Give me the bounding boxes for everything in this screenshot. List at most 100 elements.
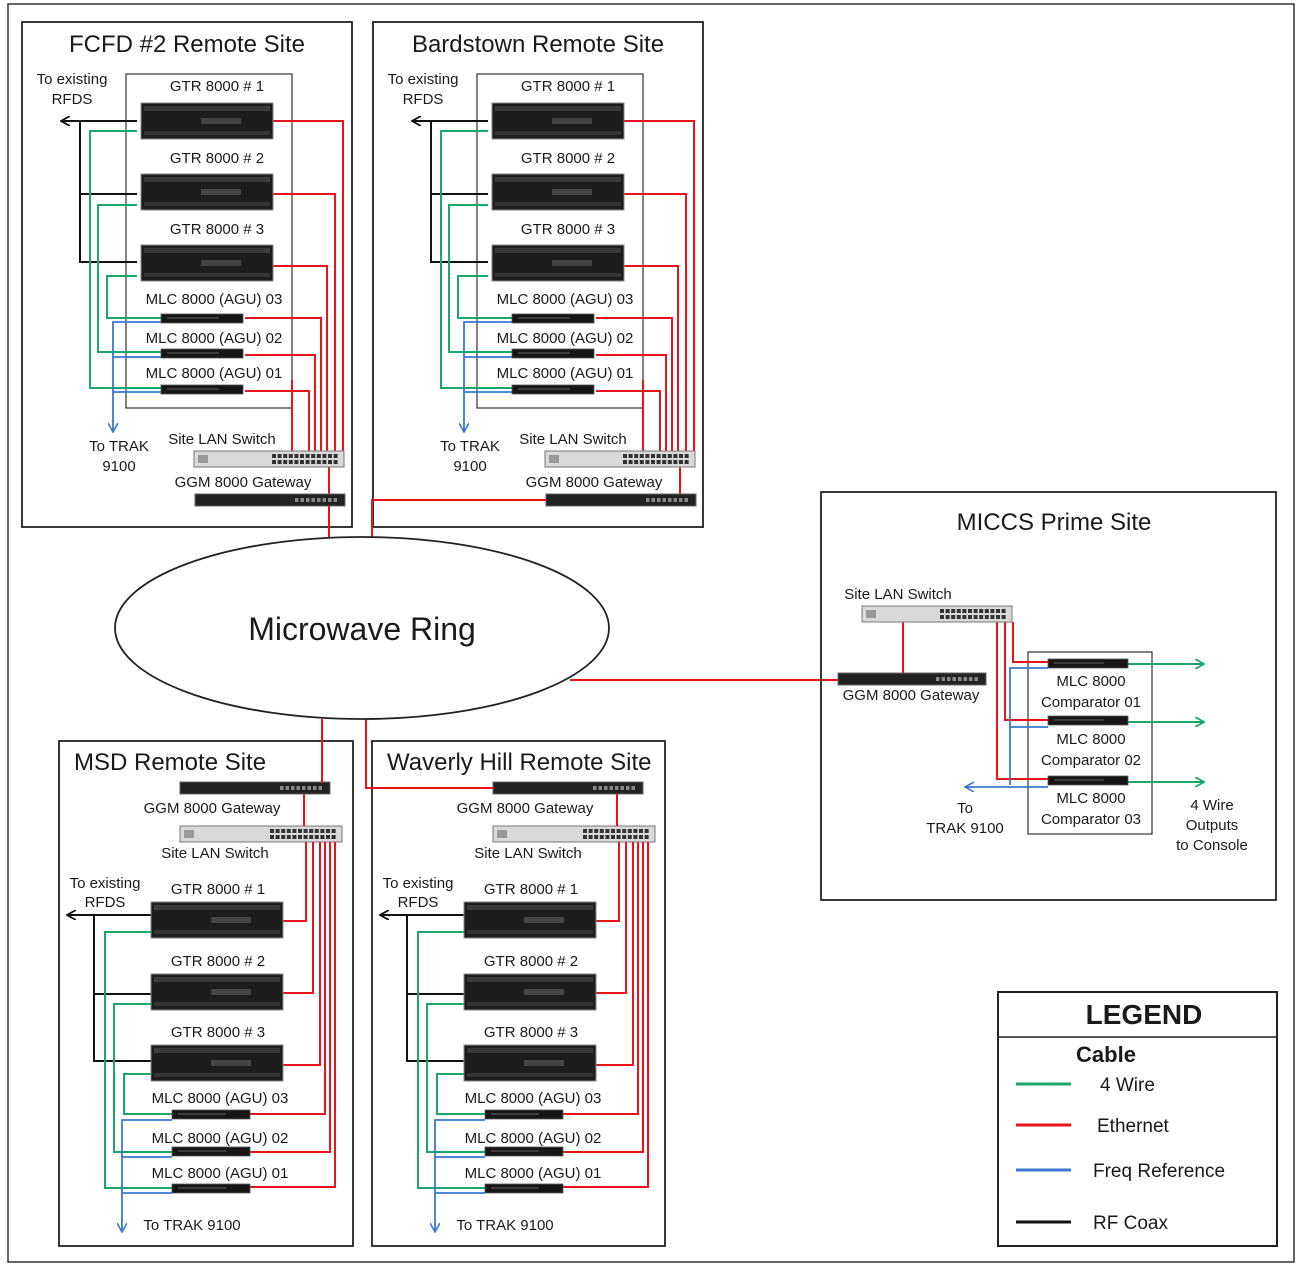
- gtr-top-strip: [467, 977, 593, 982]
- switch-port: [628, 460, 633, 464]
- rfds-label: RFDS: [85, 894, 126, 911]
- switch-port: [294, 460, 299, 464]
- switch-port: [979, 609, 984, 613]
- gtr-label: GTR 8000 # 1: [170, 78, 264, 95]
- prime-ggm-8000-gateway: [837, 672, 987, 686]
- switch-port: [320, 835, 325, 839]
- gtr-top-strip: [154, 977, 280, 982]
- gtr-label: GTR 8000 # 2: [521, 150, 615, 167]
- switch-port: [662, 460, 667, 464]
- prime-trak-label: TRAK 9100: [926, 820, 1004, 837]
- switch-port: [333, 460, 338, 464]
- ethernet-cable: [596, 317, 673, 455]
- mlc-strip: [491, 1150, 539, 1152]
- switch-port: [326, 835, 330, 839]
- site-title: Waverly Hill Remote Site: [387, 749, 652, 776]
- freq-ref-cable: [1009, 667, 1048, 785]
- site-border: [371, 740, 666, 1247]
- gateway-port: [662, 498, 666, 502]
- gtr-panel: [211, 1060, 251, 1066]
- switch-port: [303, 835, 308, 839]
- gateway-port: [941, 677, 945, 681]
- rfds-label: To existing: [37, 71, 108, 88]
- ethernet-cable: [594, 842, 627, 994]
- site-border: [21, 21, 353, 528]
- four-wire-cable: [97, 204, 169, 353]
- ethernet-cable: [594, 842, 620, 922]
- switch-port: [311, 454, 316, 458]
- ethernet-cable: [594, 842, 634, 1066]
- switch-port: [616, 829, 621, 833]
- mlc-label: MLC 8000 (AGU) 01: [152, 1165, 289, 1182]
- rfds-label: To existing: [383, 875, 454, 892]
- gateway-chassis: [179, 781, 331, 795]
- gtr-top-strip: [144, 248, 270, 253]
- gtr-label: GTR 8000 # 2: [170, 150, 264, 167]
- switch-port: [594, 829, 599, 833]
- ethernet-cable: [596, 354, 667, 455]
- gtr-top-strip: [154, 1048, 280, 1053]
- mlc-strip: [167, 388, 219, 390]
- console-output-label: 4 Wire: [1190, 797, 1233, 814]
- ethernet-cable: [562, 842, 639, 1115]
- switch-port: [599, 835, 604, 839]
- gtr-bottom-strip: [144, 273, 270, 277]
- gateway-chassis: [194, 493, 346, 507]
- rf-coax-cable: [93, 915, 151, 1062]
- ethernet-cable: [996, 622, 1048, 780]
- gtr-top-strip: [144, 177, 270, 182]
- ethernet-cable: [596, 390, 661, 455]
- switch-port: [275, 829, 280, 833]
- gateway-port: [646, 498, 650, 502]
- mlc-label: MLC 8000 (AGU) 03: [465, 1090, 602, 1107]
- legend-item-label: 4 Wire: [1100, 1075, 1155, 1096]
- gtr-label: GTR 8000 # 3: [170, 221, 264, 238]
- gtr-8000-unit: [140, 173, 274, 211]
- gtr-8000-unit: [150, 1044, 284, 1082]
- switch-port: [275, 835, 280, 839]
- ethernet-cable: [245, 354, 316, 455]
- legend-subtitle: Cable: [1076, 1042, 1136, 1067]
- switch-label: Site LAN Switch: [168, 431, 276, 448]
- legend-item-label: RF Coax: [1093, 1213, 1168, 1234]
- gtr-8000-unit: [463, 1044, 597, 1082]
- gtr-label: GTR 8000 # 2: [484, 953, 578, 970]
- switch-port: [656, 454, 661, 458]
- gtr-8000-unit: [491, 244, 625, 282]
- comparator-label: MLC 8000: [1056, 731, 1125, 748]
- site-border: [372, 21, 704, 528]
- switch-port: [623, 460, 627, 464]
- rfds-label: RFDS: [403, 91, 444, 108]
- switch-port: [634, 460, 639, 464]
- switch-port: [300, 454, 304, 458]
- ethernet-cable: [281, 842, 321, 1066]
- switch-port: [605, 835, 610, 839]
- mlc-label: MLC 8000 (AGU) 01: [146, 365, 283, 382]
- mlc-8000-unit: [171, 1146, 251, 1157]
- switch-port: [622, 829, 627, 833]
- gateway-port: [620, 786, 624, 790]
- gateway-port: [593, 786, 597, 790]
- mlc-strip: [178, 1150, 226, 1152]
- gateway-port: [322, 498, 326, 502]
- prime-trak-label: To: [957, 800, 973, 817]
- gtr-panel: [201, 118, 241, 124]
- switch-port: [328, 454, 332, 458]
- switch-port: [990, 609, 995, 613]
- switch-chassis: [861, 605, 1013, 623]
- switch-port: [331, 829, 336, 833]
- gateway-port: [657, 498, 661, 502]
- gateway-port: [952, 677, 956, 681]
- switch-port: [270, 835, 274, 839]
- switch-port: [667, 454, 672, 458]
- mlc-8000-unit: [171, 1109, 251, 1120]
- switch-led: [184, 830, 194, 838]
- gateway-port: [333, 498, 337, 502]
- ring-link: [365, 719, 494, 789]
- switch-port: [673, 460, 678, 464]
- ethernet-cable: [1012, 622, 1048, 663]
- site-lan-switch: [179, 825, 343, 843]
